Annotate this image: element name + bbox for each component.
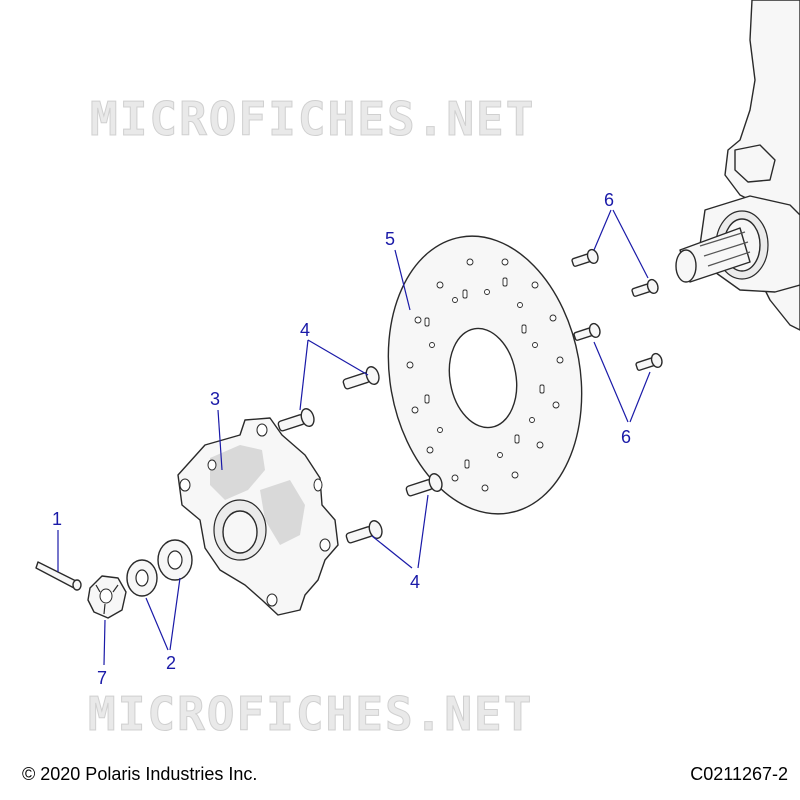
brake-disc: [387, 235, 583, 515]
wheel-hub: [177, 417, 339, 616]
callout-6-top: 6: [604, 190, 614, 210]
callout-6-bottom: 6: [621, 427, 631, 447]
callout-2: 2: [166, 653, 176, 673]
knuckle-assembly: [675, 0, 800, 331]
callout-numbers: 1 2 3 4 4 5 6 6 7: [52, 190, 631, 688]
washers: [126, 539, 193, 597]
callout-4-bottom: 4: [410, 572, 420, 592]
copyright-text: © 2020 Polaris Industries Inc.: [22, 764, 258, 784]
callout-4-top: 4: [300, 320, 310, 340]
cotter-pin: [35, 561, 82, 591]
watermark-top: MICROFICHES.NET: [90, 92, 535, 146]
callout-3: 3: [210, 389, 220, 409]
disc-mount-bolts: [571, 248, 663, 371]
diagram-code: C0211267-2: [690, 764, 788, 784]
callout-7: 7: [97, 668, 107, 688]
watermark-bottom: MICROFICHES.NET: [88, 687, 533, 741]
wheel-stud-bolts: [277, 366, 443, 544]
callout-5: 5: [385, 229, 395, 249]
castle-nut: [87, 575, 127, 619]
leader-lines: [57, 209, 651, 666]
callout-1: 1: [52, 509, 62, 529]
